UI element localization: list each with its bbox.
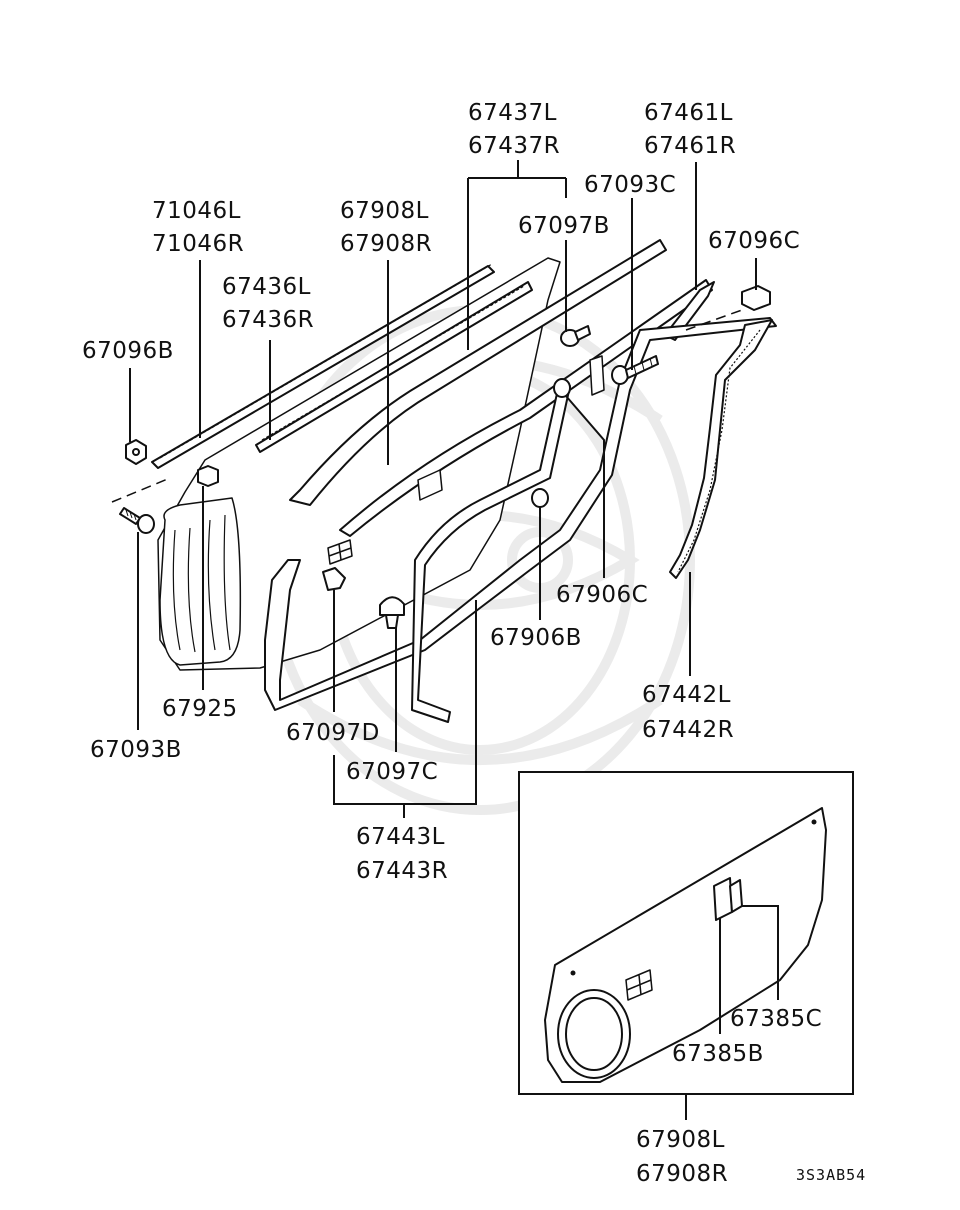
bumper-67906C [553,378,571,398]
clip-67096C [741,285,771,311]
label-67436-r: 67436R [222,307,314,333]
label-67442-l: 67442L [642,682,731,708]
label-67908-inset-r: 67908R [636,1161,728,1187]
label-67443-r: 67443R [356,858,448,884]
clip-67097C [379,596,405,629]
label-67442-r: 67442R [642,717,734,743]
lower-weatherstrip-loop [411,379,571,723]
clip-67097B [560,325,591,347]
label-67437-r: 67437R [468,133,560,159]
leader-lines [129,160,779,1120]
inset-clip-67385 [713,877,743,921]
label-67436-l: 67436L [222,274,311,300]
label-67096B: 67096B [82,338,174,364]
screw-67093B [119,507,155,534]
clip-67096B [125,439,147,465]
door-latch-slot [417,469,443,501]
label-67385B: 67385B [672,1041,764,1067]
label-67093C: 67093C [584,172,676,198]
label-67461-r: 67461R [644,133,736,159]
label-67097D: 67097D [286,720,380,746]
label-67097B: 67097B [518,213,610,239]
door-trim-upper-strip [339,279,713,537]
label-67908-inset-l: 67908L [636,1127,725,1153]
label-67385C: 67385C [730,1006,822,1032]
label-71046-r: 71046R [152,231,244,257]
label-67925: 67925 [162,696,238,722]
label-67093B: 67093B [90,737,182,763]
label-67461-l: 67461L [644,100,733,126]
label-71046-l: 71046L [152,198,241,224]
screw-67093C [611,355,659,385]
label-67437-l: 67437L [468,100,557,126]
bumper-67906B [531,488,549,508]
clip-67097D [322,567,346,591]
block-67925 [197,465,219,487]
label-67096C: 67096C [708,228,800,254]
label-67906C: 67906C [556,582,648,608]
inner-belt-strip-67436 [255,281,533,453]
inset-box [518,771,854,1095]
label-67097C: 67097C [346,759,438,785]
label-67443-l: 67443L [356,824,445,850]
label-67908-l: 67908L [340,198,429,224]
door-opening-weatherstrip-67437 [289,239,667,506]
rear-weatherstrip-67442 [669,319,773,579]
diagram-code: 3S3AB54 [796,1166,866,1184]
label-67908-r: 67908R [340,231,432,257]
latch-bracket [589,355,605,396]
door-vent-grille [327,539,353,565]
label-67906B: 67906B [490,625,582,651]
rear-channel-67461 [664,281,715,341]
door-weatherstrip-67443 [264,317,777,711]
door-inner-trim [159,497,242,666]
part-labels: 67437L 67437R 67461L 67461R 67093C 71046… [82,100,866,1187]
door-assembly-illustration [111,239,777,723]
inset-vent-grille [625,969,653,1001]
